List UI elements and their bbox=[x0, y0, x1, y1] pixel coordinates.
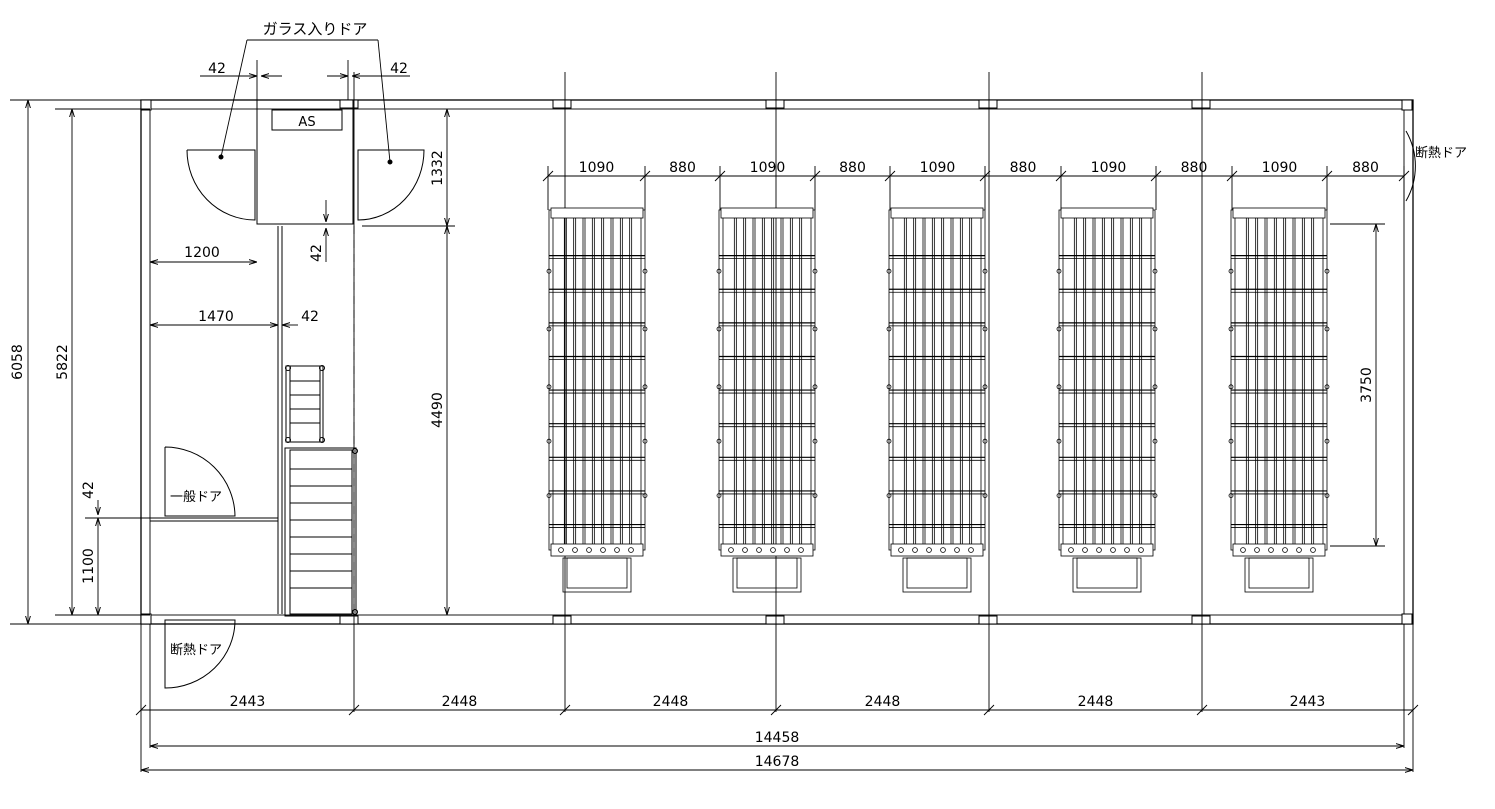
storage-cell bbox=[1228, 207, 1330, 593]
glass-door-leaders bbox=[220, 39, 391, 163]
dim-tick bbox=[1150, 170, 1162, 182]
stair-upper bbox=[285, 365, 325, 443]
anteroom-walls bbox=[150, 99, 355, 614]
dim-tick bbox=[983, 704, 995, 716]
module-lines bbox=[140, 72, 1414, 772]
general-door bbox=[164, 446, 236, 517]
dim-tick bbox=[1398, 170, 1410, 182]
dim-tick bbox=[639, 170, 651, 182]
storage-cell bbox=[1056, 207, 1158, 593]
dim-bottom-label: 2448 bbox=[653, 694, 689, 710]
glass-door-right bbox=[357, 149, 425, 221]
dim-1470: 1470 bbox=[198, 309, 234, 325]
dim-top-label: 1090 bbox=[750, 160, 786, 176]
insulated-door-right-label: 断熱ドア bbox=[1415, 146, 1467, 161]
dim-tick bbox=[542, 170, 554, 182]
dim-tick bbox=[1226, 170, 1238, 182]
insulated-door-bottom bbox=[164, 619, 236, 689]
wall-posts bbox=[140, 99, 1413, 625]
dim-1332: 1332 bbox=[430, 150, 446, 186]
dim-bottom-label: 2448 bbox=[865, 694, 901, 710]
dim-door-right-42: 42 bbox=[390, 61, 408, 77]
dim-top-label: 1090 bbox=[579, 160, 615, 176]
dim-tick bbox=[884, 170, 896, 182]
storage-cell bbox=[546, 207, 648, 593]
dim-1200: 1200 bbox=[184, 245, 220, 261]
dim-bottom-label: 2448 bbox=[442, 694, 478, 710]
insulated-door-bottom-label: 断熱ドア bbox=[170, 643, 222, 658]
dim-tick bbox=[714, 170, 726, 182]
dim-top-label: 880 bbox=[1352, 160, 1379, 176]
top-row-dimensions: 1090 880 1090 880 1090 880 1090 880 1090 880 bbox=[579, 160, 1379, 176]
dim-bottom-label: 2443 bbox=[1290, 694, 1326, 710]
storage-cell bbox=[716, 207, 818, 593]
glass-door-label: ガラス入りドア bbox=[263, 20, 368, 38]
dim-4490: 4490 bbox=[430, 392, 446, 428]
dim-42-vert: 42 bbox=[309, 244, 325, 262]
dim-42-horiz: 42 bbox=[301, 309, 319, 325]
dim-tick bbox=[979, 170, 991, 182]
dim-total-outer: 14678 bbox=[755, 754, 800, 770]
dim-tick bbox=[559, 704, 571, 716]
glass-door-left bbox=[186, 149, 256, 221]
dim-tick bbox=[1407, 704, 1419, 716]
dim-top-label: 1090 bbox=[920, 160, 956, 176]
storage-cell bbox=[886, 207, 988, 593]
general-door-label: 一般ドア bbox=[170, 489, 222, 505]
dim-bottom-label: 2443 bbox=[230, 694, 266, 710]
dim-3750: 3750 bbox=[1359, 367, 1375, 403]
as-box-label: AS bbox=[298, 115, 315, 130]
dim-top-label: 880 bbox=[1181, 160, 1208, 176]
dim-door-left-42: 42 bbox=[208, 61, 226, 77]
dim-top-label: 880 bbox=[669, 160, 696, 176]
dim-6058: 6058 bbox=[10, 344, 26, 380]
dim-tick bbox=[1321, 170, 1333, 182]
dim-tick bbox=[348, 704, 360, 716]
bottom-row-dimensions: 2443 2448 2448 2448 2448 2443 bbox=[230, 694, 1326, 710]
stair-lower bbox=[284, 447, 358, 617]
dim-tick bbox=[809, 170, 821, 182]
dim-1100: 1100 bbox=[81, 548, 97, 584]
dim-tick bbox=[135, 704, 147, 716]
dim-top-label: 880 bbox=[1010, 160, 1037, 176]
dim-total-inner: 14458 bbox=[755, 730, 800, 746]
dim-tick bbox=[1196, 704, 1208, 716]
dim-top-label: 1090 bbox=[1091, 160, 1127, 176]
dim-5822: 5822 bbox=[55, 344, 71, 380]
insulated-door-right bbox=[1405, 130, 1416, 202]
dim-top-label: 1090 bbox=[1262, 160, 1298, 176]
dimension-ticks bbox=[135, 166, 1419, 716]
dim-tick bbox=[770, 704, 782, 716]
storage-cells bbox=[546, 207, 1330, 593]
dim-tick bbox=[1055, 170, 1067, 182]
dim-top-label: 880 bbox=[839, 160, 866, 176]
dimension-lines bbox=[10, 60, 1413, 770]
dim-42-left: 42 bbox=[81, 481, 97, 499]
dim-bottom-label: 2448 bbox=[1078, 694, 1114, 710]
